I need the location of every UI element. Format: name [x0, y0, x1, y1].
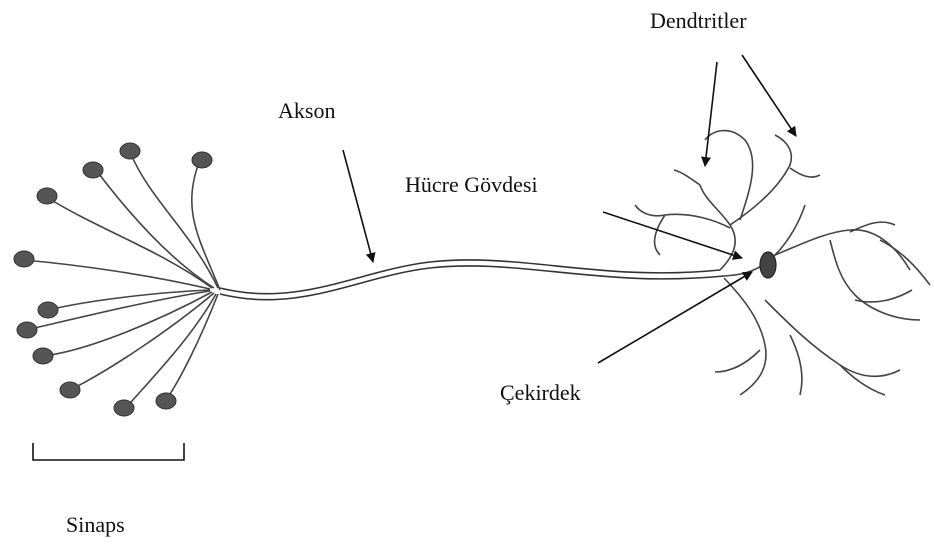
- arrow-dendrite-left: [705, 62, 717, 166]
- synapse-terminal: [14, 251, 34, 267]
- label-arrows: [343, 55, 796, 363]
- nucleus: [760, 252, 776, 278]
- arrow-dendrite-right: [742, 55, 796, 136]
- synapse-terminal: [120, 143, 140, 159]
- synapse-terminal: [38, 302, 58, 318]
- synapse-terminal: [17, 322, 37, 338]
- synapse-terminal: [156, 393, 176, 409]
- label-dendrites: Dendtritler: [650, 10, 747, 32]
- arrow-akson: [343, 150, 373, 262]
- synapse-terminal: [192, 152, 212, 168]
- arrow-nucleus: [598, 272, 752, 363]
- label-cell-body: Hücre Gövdesi: [405, 174, 538, 196]
- synapse-terminal: [37, 188, 57, 204]
- synapse-terminal: [114, 400, 134, 416]
- cell-body: [635, 131, 930, 395]
- label-axon: Akson: [278, 100, 335, 122]
- synapse-terminal: [60, 382, 80, 398]
- synapse-terminal: [33, 348, 53, 364]
- arrow-cell-body: [603, 212, 742, 258]
- axon: [220, 260, 724, 300]
- label-nucleus: Çekirdek: [500, 382, 581, 404]
- label-synapse: Sinaps: [66, 514, 125, 536]
- synapse-terminal-group: [14, 143, 212, 416]
- synapse-bracket: [33, 443, 184, 460]
- synapse-terminal: [83, 162, 103, 178]
